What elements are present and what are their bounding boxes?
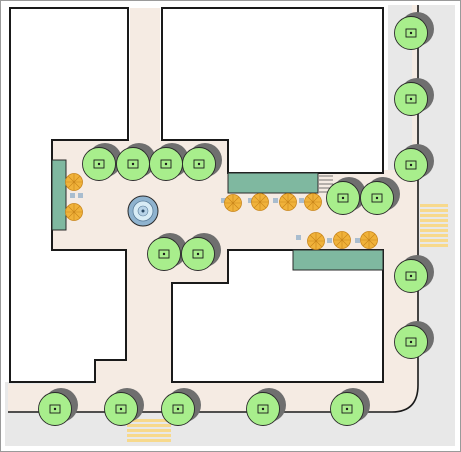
cafe-chairs — [70, 193, 360, 243]
crosswalk-south — [127, 419, 171, 442]
planter-west — [51, 159, 67, 231]
building-northwest — [9, 7, 129, 383]
planter-south — [292, 249, 384, 271]
fountain — [127, 195, 159, 227]
planter-north — [227, 172, 319, 194]
crosswalk-east — [420, 204, 448, 247]
